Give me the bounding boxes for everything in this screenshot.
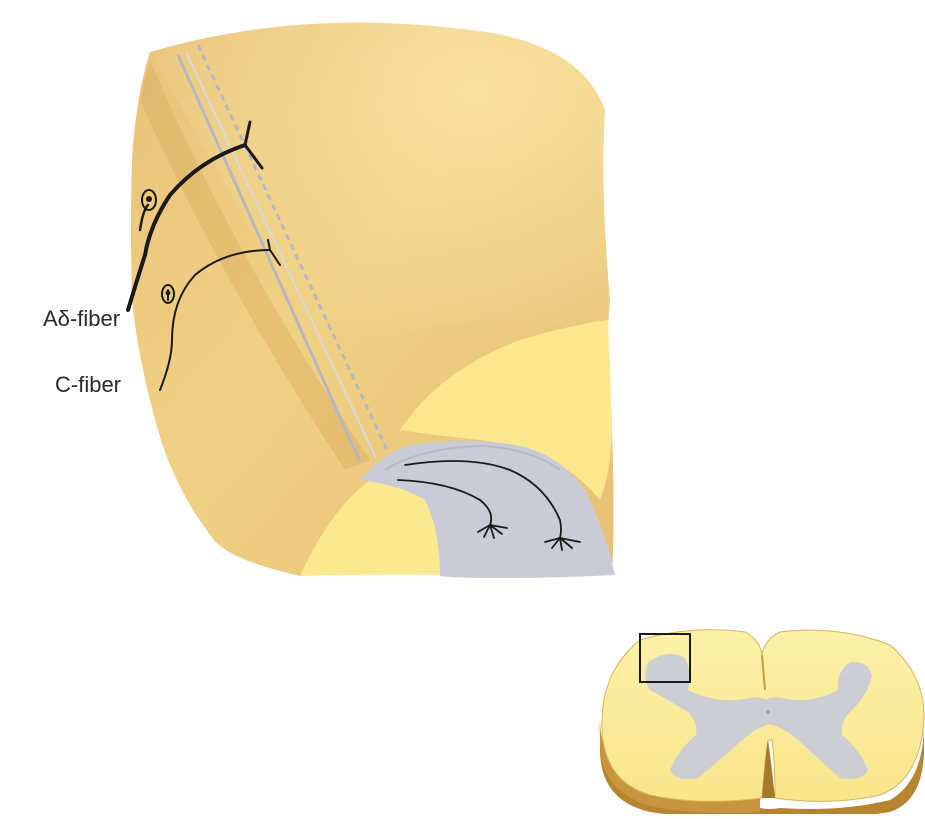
enlarged-section — [128, 23, 615, 578]
c-fiber-label: C-fiber — [55, 372, 121, 398]
a-delta-fiber-label: Aδ-fiber — [43, 306, 120, 332]
spinal-cord-cross-section — [600, 630, 924, 814]
